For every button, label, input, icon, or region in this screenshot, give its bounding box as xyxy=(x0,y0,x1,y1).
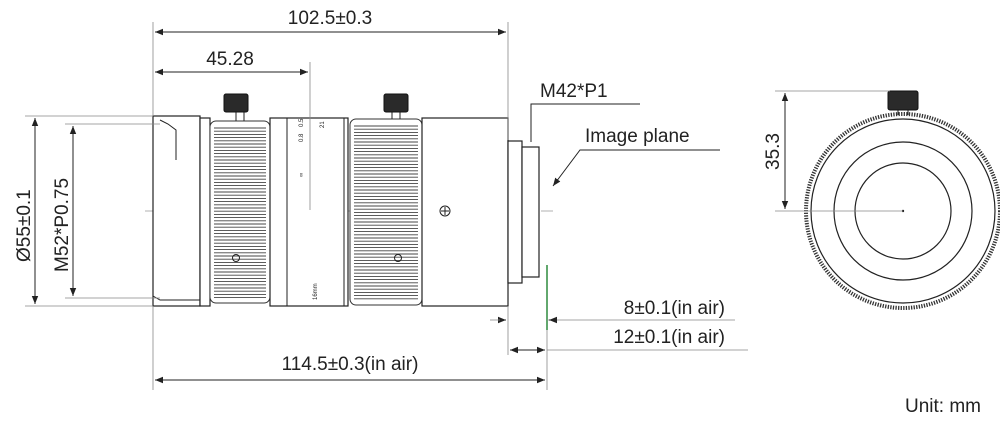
focal-length-mark: 16mm xyxy=(313,283,319,300)
dimension-lines: 102.5±0.3 45.28 Ø55±0.1 M52*P0.75 M42*P1… xyxy=(14,8,748,390)
filter-thread-label: M52*P0.75 xyxy=(52,178,73,272)
image-plane-label: Image plane xyxy=(585,126,690,147)
middle-barrel xyxy=(269,117,349,307)
front-length-label: 45.28 xyxy=(206,49,254,70)
focus-ring-screw xyxy=(232,254,240,262)
f-scale-05: 0.5 xyxy=(299,118,305,127)
side-view: 0.8 0.5 ∞ 21 16mm xyxy=(145,93,555,330)
knob-height-label: 35.3 xyxy=(763,133,784,170)
flange-8-label: 8±0.1(in air) xyxy=(624,298,725,319)
f-scale-21: 21 xyxy=(320,121,326,128)
f-scale-inf: ∞ xyxy=(299,173,305,177)
front-bevel xyxy=(159,119,177,160)
overall-length-label: 102.5±0.3 xyxy=(288,8,372,29)
iris-ring-screw xyxy=(394,254,402,262)
rear-barrel xyxy=(421,117,509,307)
front-view: 35.3 xyxy=(763,90,1000,310)
front-view-knob xyxy=(887,90,919,115)
focus-lock-knob xyxy=(223,93,249,121)
focus-ring-knurling xyxy=(214,127,266,299)
outer-diameter-label: Ø55±0.1 xyxy=(14,189,35,262)
mount-thread xyxy=(521,146,540,278)
focus-ring xyxy=(209,120,271,304)
mount-screw xyxy=(439,205,451,217)
flange-12-label: 12±0.1(in air) xyxy=(613,327,725,348)
mount-flange xyxy=(507,140,523,284)
iris-lock-knob xyxy=(383,93,409,119)
total-length-label: 114.5±0.3(in air) xyxy=(282,354,419,375)
iris-ring-knurling xyxy=(354,125,418,300)
focus-ring-base xyxy=(199,117,211,307)
unit-label: Unit: mm xyxy=(905,396,981,417)
f-scale-08: 0.8 xyxy=(299,133,305,142)
mount-thread-label: M42*P1 xyxy=(540,81,608,102)
